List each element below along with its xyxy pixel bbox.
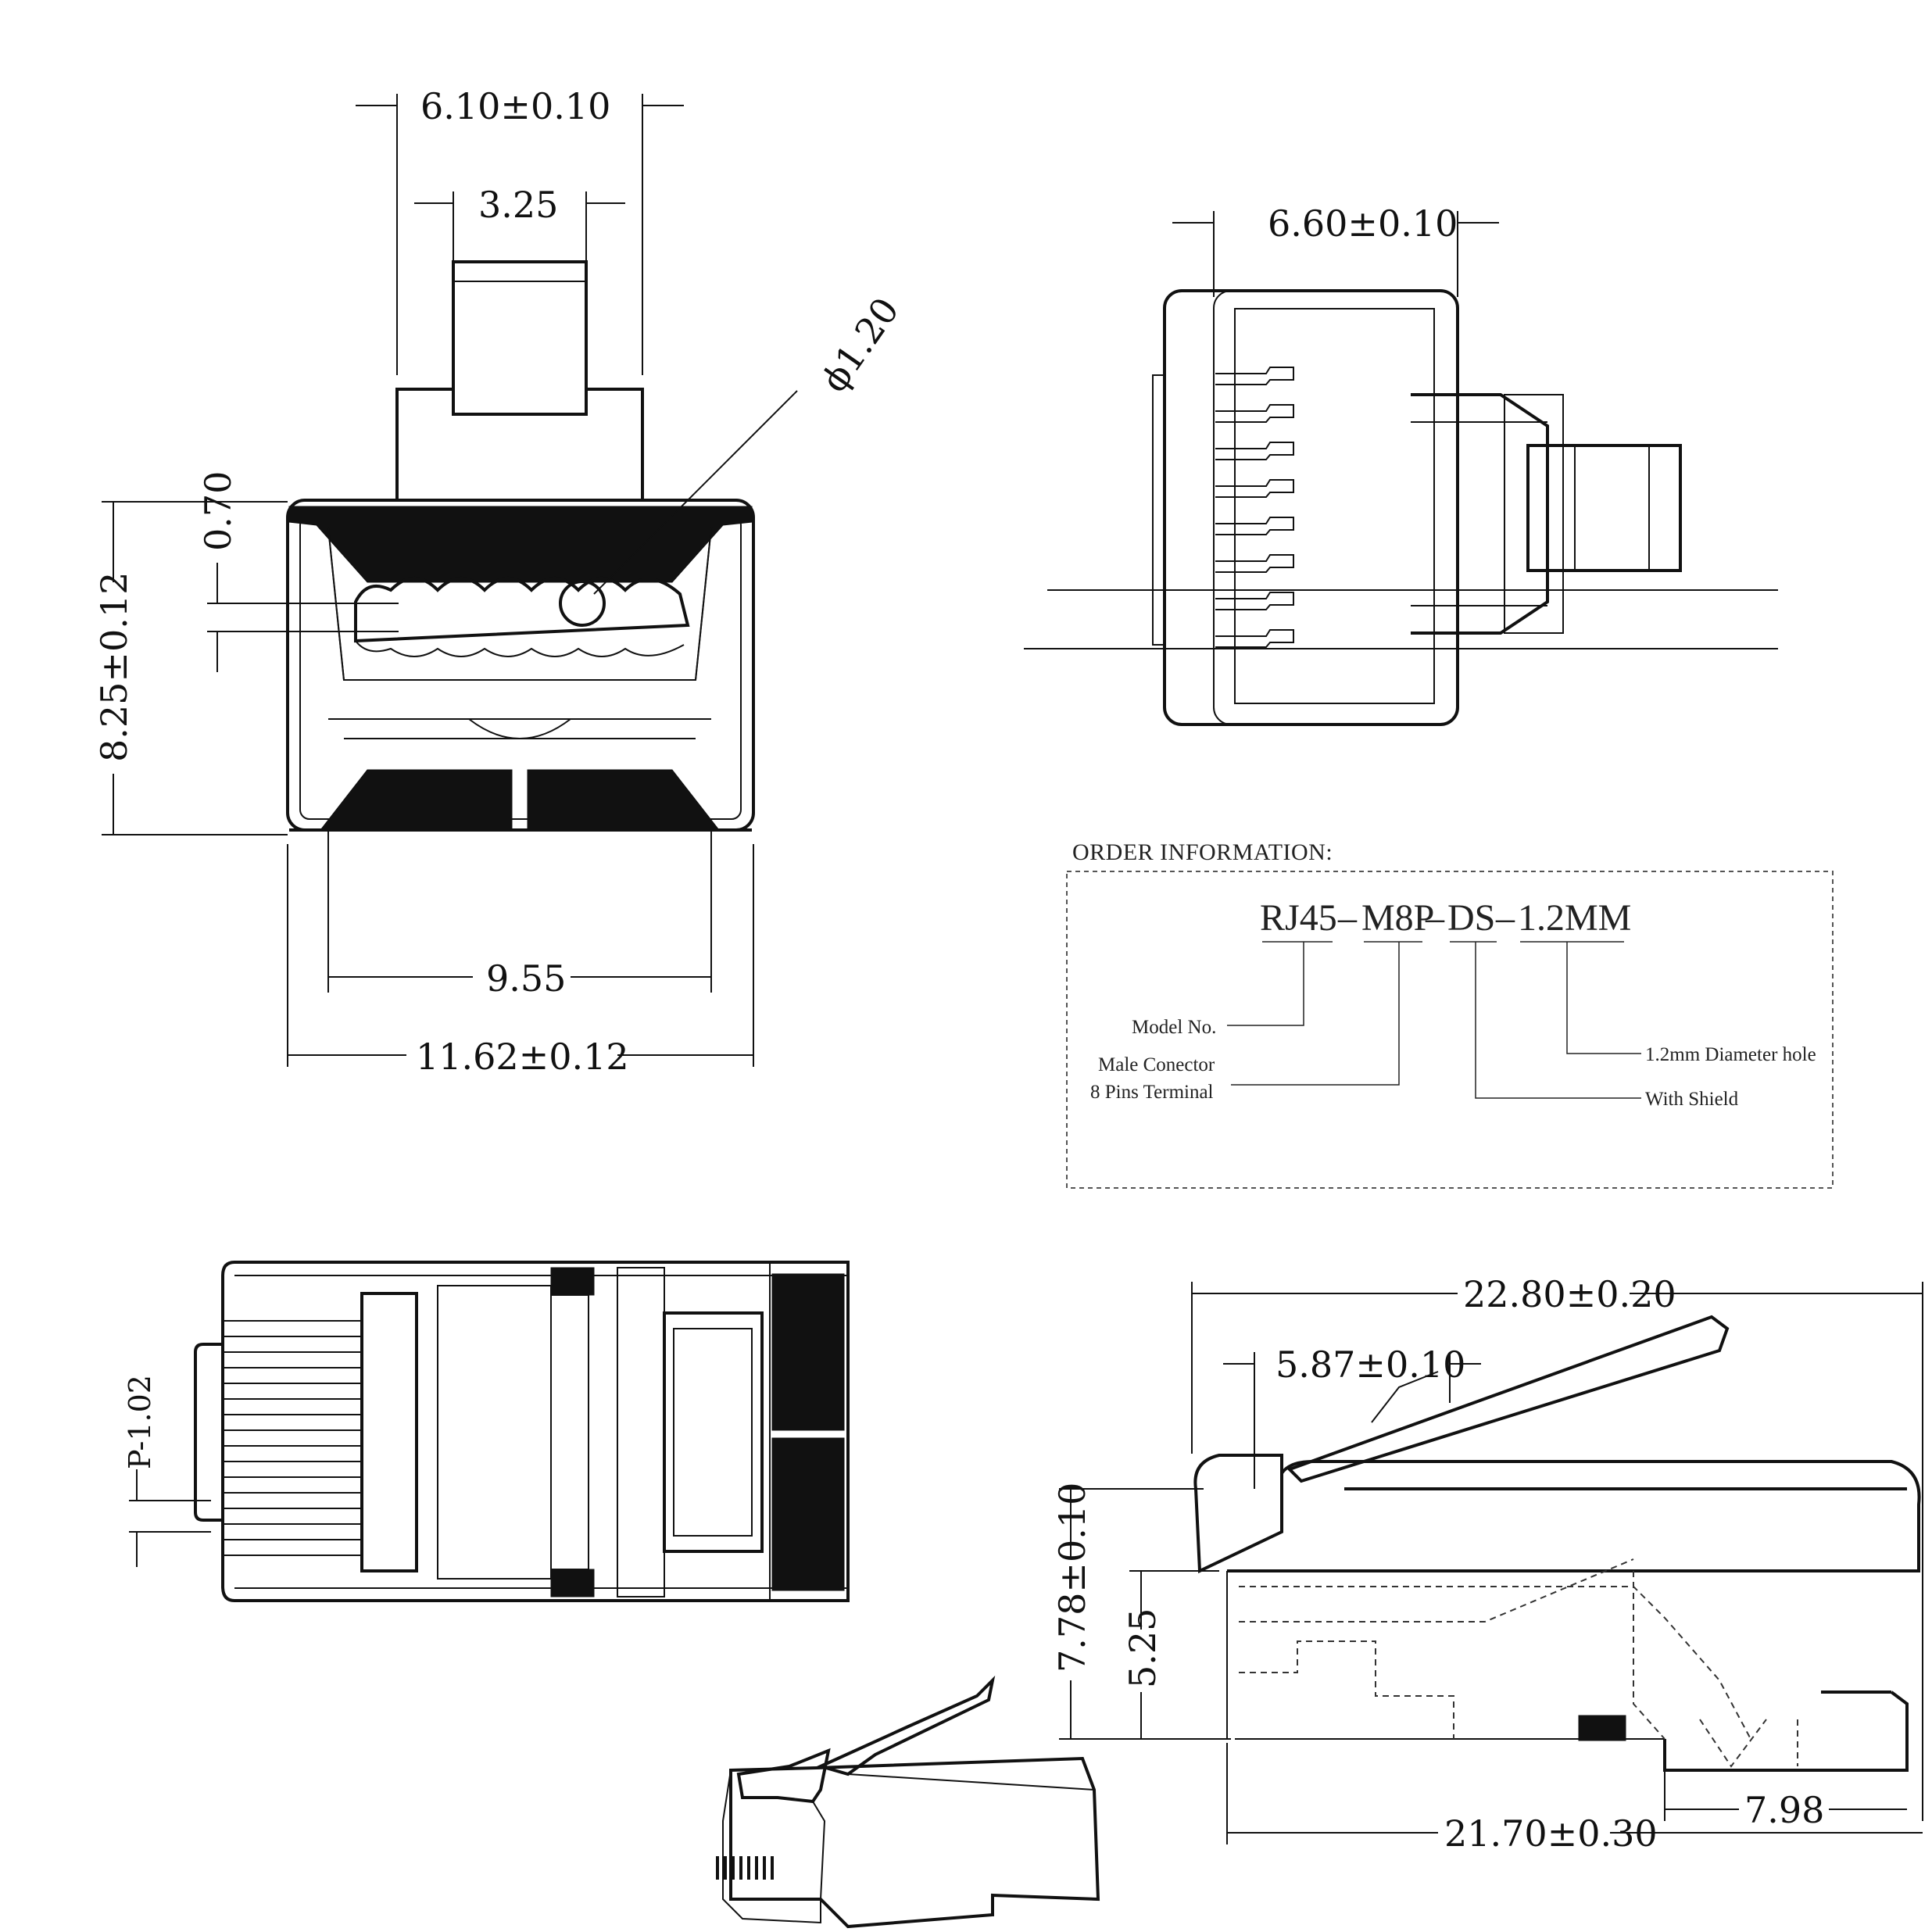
side-pin [1215, 404, 1294, 423]
dim-tab-length: 7.98 [1744, 1789, 1824, 1831]
order-code-sep-2: – [1425, 897, 1445, 939]
dim-front-height: 8.25±0.12 [93, 572, 135, 762]
label-hole-diameter: 1.2mm Diameter hole [1645, 1044, 1816, 1065]
side-pin [1215, 442, 1294, 460]
label-with-shield: With Shield [1645, 1089, 1739, 1110]
label-model-no: Model No. [1132, 1017, 1216, 1038]
label-male-connector: Male Conector [1098, 1054, 1215, 1075]
dim-side-width: 6.60±0.10 [1268, 202, 1458, 245]
dim-pin-spacing: 0.70 [197, 471, 239, 551]
order-code-shield: DS [1447, 897, 1495, 939]
order-code: RJ45 – M8P – DS – 1.2MM [1260, 897, 1631, 939]
rj45-connector-isometric-icon [716, 1675, 1100, 1929]
dim-body-height: 5.25 [1122, 1608, 1164, 1688]
side-pin [1215, 517, 1294, 535]
side-pin [1215, 367, 1294, 385]
dim-hole-diameter: ϕ1.20 [813, 290, 907, 400]
dim-overall-height: 7.78±0.10 [1051, 1483, 1093, 1673]
order-code-hole: 1.2MM [1518, 897, 1631, 939]
order-code-sep-1: – [1337, 897, 1358, 939]
order-code-model: RJ45 [1260, 897, 1337, 939]
label-pins-terminal: 8 Pins Terminal [1090, 1082, 1214, 1103]
dim-body-length: 21.70±0.30 [1444, 1812, 1658, 1855]
top-view [129, 1261, 850, 1602]
dim-pitch: P-1.02 [123, 1375, 157, 1469]
side-pin [1215, 479, 1294, 498]
dim-front-width-top: 6.10±0.10 [420, 85, 610, 127]
dim-inner-width: 9.55 [486, 957, 566, 1000]
side-pin [1215, 554, 1294, 573]
dim-latch-width: 3.25 [478, 184, 558, 226]
dim-outer-width: 11.62±0.12 [416, 1036, 629, 1078]
front-view [102, 94, 798, 1067]
dim-latch-offset: 5.87±0.10 [1275, 1343, 1465, 1386]
side-view [1024, 211, 1778, 726]
order-information [1066, 871, 1834, 1189]
side-pin [1215, 629, 1294, 648]
side-pin [1215, 592, 1294, 610]
order-code-male: M8P [1361, 897, 1434, 939]
order-code-sep-3: – [1495, 897, 1515, 939]
side-profile-view [1059, 1282, 1923, 1844]
dim-total-length: 22.80±0.20 [1463, 1273, 1676, 1315]
order-heading: ORDER INFORMATION: [1072, 839, 1333, 865]
